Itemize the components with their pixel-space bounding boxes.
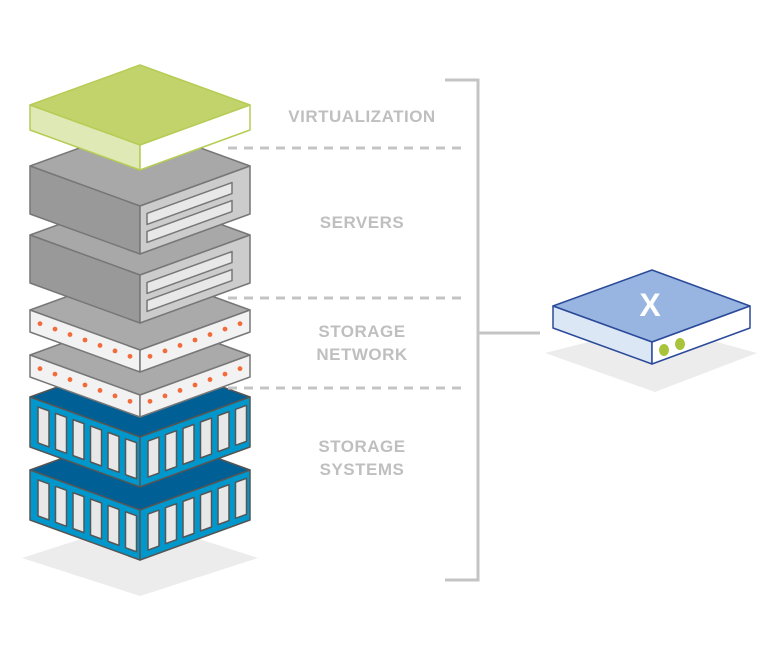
label-virtualization: VIRTUALIZATION [288,107,436,126]
drive-slot [54,412,68,455]
port-dot [97,388,103,393]
port-dot [222,326,228,332]
drive-bay [146,250,233,295]
drive-slot [54,485,68,528]
drive-slot [234,477,248,520]
port-dot [127,353,133,359]
port-dot [127,398,133,404]
port-dot [162,348,168,354]
label-storage-network: STORAGE NETWORK [262,320,462,366]
drive-slot [147,509,160,551]
label-line: STORAGE [318,437,406,456]
appliance-logo: X [639,287,661,323]
port-dot [52,371,58,377]
appliance [552,269,751,365]
status-light [675,338,685,350]
port-dot [207,377,213,382]
drive-slot [89,425,103,467]
port-dot [112,348,118,354]
drive-slot [164,429,178,472]
label-storage-systems: STORAGE SYSTEMS [262,435,462,481]
port-dot [82,382,88,388]
port-dot [67,332,73,337]
drive-slot [217,483,230,526]
drive-slot [72,418,85,461]
bracket [445,78,540,582]
port-dot [147,398,153,404]
drive-slot [37,479,50,521]
port-dot [82,337,88,343]
drive-slot [182,496,195,539]
drive-bay [146,268,233,313]
drive-slot [124,437,138,480]
drive-slot [164,502,178,545]
port-dot [222,371,228,377]
drive-slot [89,498,103,540]
drive-slot [199,417,213,459]
port-dot [147,353,153,359]
port-dot [67,377,73,382]
drive-slot [217,410,230,453]
drive-slot [72,491,85,534]
drive-slot [147,436,160,478]
port-dot [177,343,183,348]
label-line: SYSTEMS [319,460,405,479]
drive-slot [107,504,120,547]
label-servers: SERVERS [319,213,405,232]
port-dot [97,343,103,348]
dashed-separators [228,146,464,390]
port-dot [52,326,58,332]
port-dot [162,393,168,399]
port-dot [37,366,43,372]
port-dot [37,321,43,327]
port-dot [192,382,198,388]
drive-slot [37,406,50,448]
label-line: STORAGE [318,322,406,341]
port-dot [112,393,118,399]
drive-bay [146,199,233,244]
port-dot [237,366,243,372]
drive-bay [146,181,233,226]
drive-slot [182,423,195,466]
port-dot [207,332,213,337]
status-light [659,344,669,356]
label-line: NETWORK [316,345,408,364]
port-dot [237,321,243,327]
drive-slot [199,490,213,532]
drive-slot [124,510,138,553]
port-dot [192,337,198,343]
drive-slot [234,404,248,447]
virtualization-layer-right [139,104,251,171]
drive-slot [107,431,120,474]
port-dot [177,388,183,393]
